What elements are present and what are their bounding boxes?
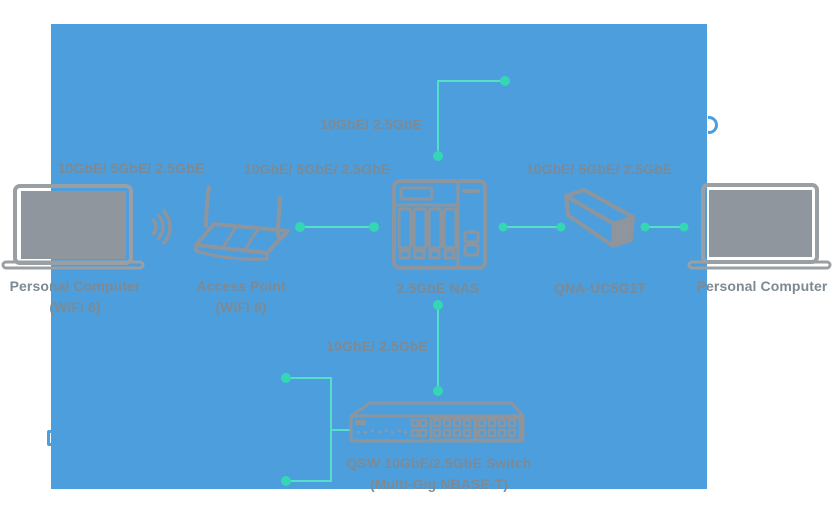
adapter-end-cap: [611, 215, 635, 248]
nas-icon: [392, 179, 487, 270]
laptop-left-icon: [1, 184, 145, 270]
switch-ports: [410, 418, 517, 438]
access-point-icon: [194, 185, 290, 261]
connection-node: [433, 386, 443, 396]
device-detail: (Multi-Gig NBASE-T): [370, 476, 508, 492]
switch-brand-label: [355, 420, 366, 425]
link-switch-branch: [290, 377, 332, 482]
connection-node: [640, 222, 650, 232]
nas-drive-bays: [397, 207, 458, 260]
laptop-base: [687, 260, 832, 270]
label-nas: 2.5GbE NAS: [396, 280, 480, 296]
connection-node: [295, 222, 305, 232]
wifi-waves-icon: [151, 209, 172, 245]
connection-node: [281, 476, 291, 486]
clipped-blue-glyph: [708, 116, 718, 134]
laptop-screen-fill: [21, 191, 126, 259]
usb-adapter-icon: [564, 188, 635, 248]
link-label-nas-uplink: 10GbE/ 2.5GbE: [320, 116, 422, 132]
router-body: [194, 222, 290, 255]
clipped-ui-fragment-right: [708, 107, 721, 138]
link-label-nas-adapter: 10GbE/ 5GbE/ 2.5GbE: [525, 161, 673, 177]
connection-node: [556, 222, 566, 232]
clipped-blue-glyph: [47, 430, 51, 446]
connection-node: [369, 222, 379, 232]
antenna-left: [204, 185, 211, 228]
antenna-right: [276, 196, 282, 238]
laptop-screen-fill: [709, 190, 812, 257]
router-skirt: [194, 243, 269, 261]
connection-node: [433, 300, 443, 310]
label-pc-left: Personal Computer (WiFi 6): [10, 276, 141, 318]
diagram-blue-panel: [51, 24, 707, 489]
device-name: QSW 10GbE/2.5GbE Switch: [346, 455, 532, 471]
device-name: Access Point: [196, 278, 286, 294]
label-access-point: Access Point (WiFi 6): [196, 276, 285, 318]
switch-top-face: [349, 401, 525, 418]
link-nas-uplink: [437, 80, 501, 151]
connection-node: [679, 222, 689, 232]
connection-nodes: [281, 76, 689, 486]
device-detail: (WiFi 6): [215, 299, 267, 315]
label-pc-right: Personal Computer: [696, 278, 828, 294]
connection-node: [281, 373, 291, 383]
laptop-base: [1, 260, 145, 270]
link-label-ap-nas: 10GbE/ 5GbE/ 2.5GbE: [243, 161, 391, 177]
nas-display: [399, 186, 434, 201]
laptop-right-icon: [687, 183, 832, 270]
label-switch: QSW 10GbE/2.5GbE Switch (Multi-Gig NBASE…: [346, 453, 531, 495]
switch-icon: [349, 401, 525, 443]
link-label-nas-switch: 10GbE/ 2.5GbE: [326, 338, 428, 354]
link-label-pc-ap: 10GbE/ 5GbE/ 2.5GbE: [57, 160, 205, 176]
connection-node: [433, 151, 443, 161]
connection-node: [500, 76, 510, 86]
switch-leds: [357, 429, 407, 434]
device-name: Personal Computer: [9, 278, 141, 294]
label-adapter: QNA-UC5G1T: [553, 280, 647, 296]
nas-chassis: [392, 179, 487, 270]
device-detail: (WiFi 6): [49, 299, 101, 315]
connection-lines: [290, 80, 680, 482]
clipped-ui-fragment-left: [36, 421, 51, 447]
connection-node: [498, 222, 508, 232]
